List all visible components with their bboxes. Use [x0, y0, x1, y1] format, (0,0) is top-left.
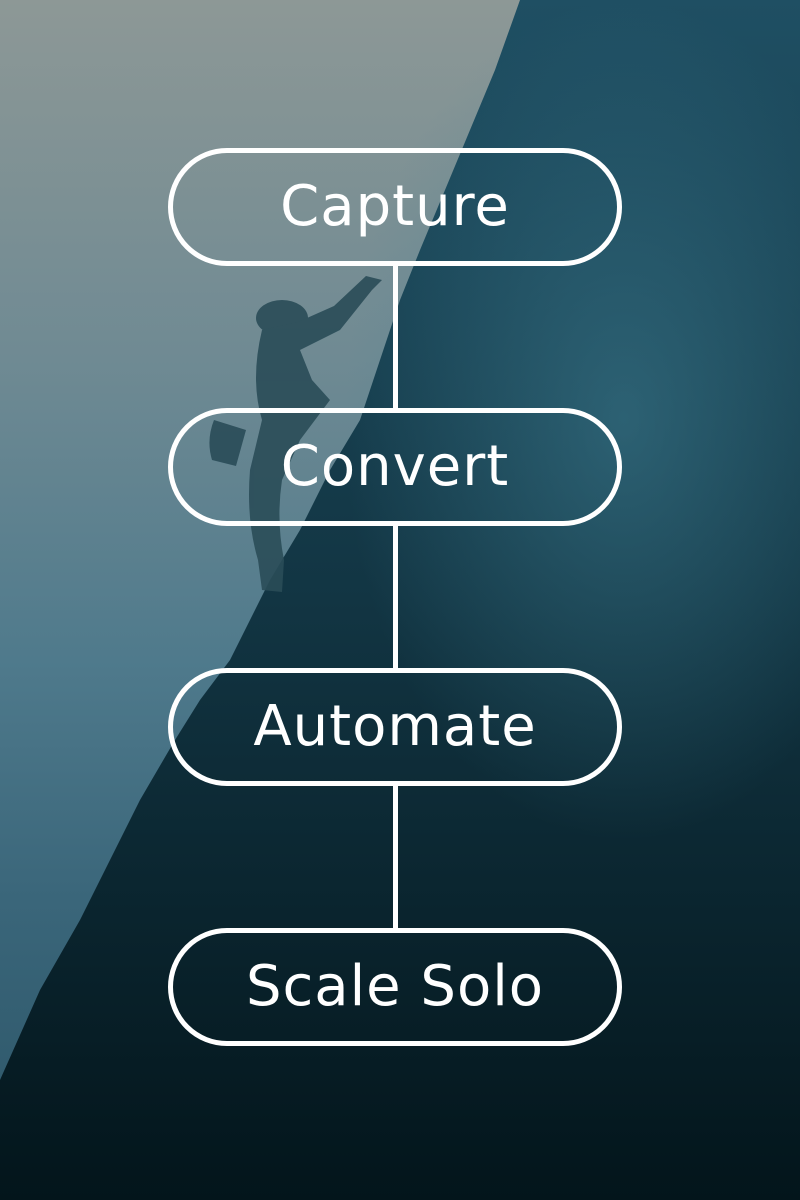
connector-line-1 — [393, 266, 398, 410]
step-automate: Automate — [168, 668, 622, 786]
step-convert: Convert — [168, 408, 622, 526]
step-label: Convert — [280, 434, 510, 499]
step-label: Scale Solo — [245, 954, 545, 1019]
step-capture: Capture — [168, 148, 622, 266]
step-label: Capture — [280, 174, 510, 239]
step-label: Automate — [253, 694, 537, 759]
connector-line-2 — [393, 526, 398, 670]
connector-line-3 — [393, 786, 398, 930]
step-scale-solo: Scale Solo — [168, 928, 622, 1046]
